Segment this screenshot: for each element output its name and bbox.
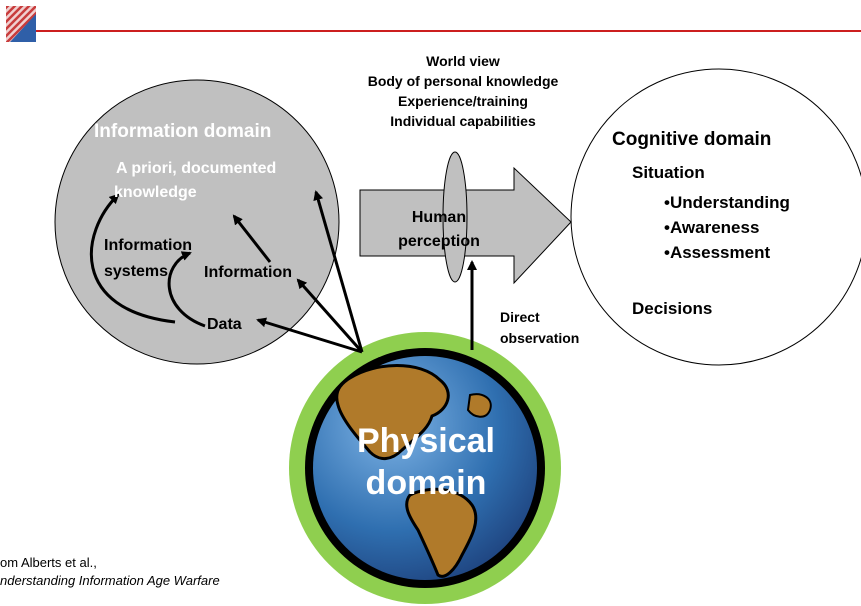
- direct-observation-line-1: Direct: [500, 309, 540, 325]
- physical-line-1: Physical: [357, 422, 495, 460]
- info-systems-line-2: systems: [104, 263, 169, 280]
- citation-line-1: om Alberts et al.,: [0, 555, 97, 570]
- lens-ellipse: [442, 151, 468, 283]
- situation-label: Situation: [632, 163, 705, 182]
- perception-line-1: Human: [411, 209, 467, 226]
- bullet-understanding: •Understanding: [664, 193, 790, 212]
- decisions-label: Decisions: [632, 299, 713, 318]
- human-perception-label: Human perception: [384, 206, 494, 254]
- citation-line-2: nderstanding Information Age Warfare: [0, 573, 220, 588]
- striped-square-logo-icon: [6, 6, 36, 42]
- citation: om Alberts et al., nderstanding Informat…: [0, 554, 220, 590]
- context-capabilities: Individual capabilities: [390, 113, 536, 129]
- arrow-information-to-priori: [232, 214, 272, 263]
- physical-line-2: domain: [365, 464, 487, 502]
- context-personal-knowledge: Body of personal knowledge: [367, 73, 559, 89]
- arrow-physical-to-data: [256, 317, 363, 354]
- physical-domain-label: Physical domain: [328, 420, 524, 504]
- info-systems-line-1: Information: [104, 237, 192, 254]
- arrow-data-to-priori: [89, 193, 176, 324]
- priori-line-2: knowledge: [114, 184, 197, 201]
- cognitive-domain-title: Cognitive domain: [612, 129, 772, 150]
- globe-icon: [289, 332, 561, 604]
- context-world-view: World view: [426, 53, 500, 69]
- perception-line-2: perception: [398, 233, 480, 250]
- arrow-data-to-information: [167, 251, 206, 328]
- information-domain-title: Information domain: [94, 121, 272, 142]
- arrow-physical-to-info-domain: [313, 190, 364, 353]
- cognitive-bullets: •Understanding •Awareness •Assessment: [664, 190, 790, 265]
- cognitive-domain-circle: [570, 68, 861, 366]
- information-systems-label: Information systems: [104, 233, 192, 285]
- context-experience: Experience/training: [398, 93, 528, 109]
- direct-observation-label: Direct observation: [500, 307, 579, 349]
- direct-observation-line-2: observation: [500, 330, 580, 346]
- information-domain-circle: [54, 79, 340, 365]
- bullet-awareness: •Awareness: [664, 218, 760, 237]
- priori-knowledge-label: A priori, documented knowledge: [114, 157, 276, 205]
- header-rule: [36, 30, 861, 32]
- information-label: Information: [204, 264, 292, 281]
- header-logo: [6, 6, 36, 42]
- bullet-assessment: •Assessment: [664, 243, 771, 262]
- arrow-physical-to-information: [296, 278, 364, 353]
- priori-line-1: A priori, documented: [116, 160, 277, 177]
- context-list: World view Body of personal knowledge Ex…: [318, 51, 608, 131]
- data-label: Data: [207, 316, 242, 333]
